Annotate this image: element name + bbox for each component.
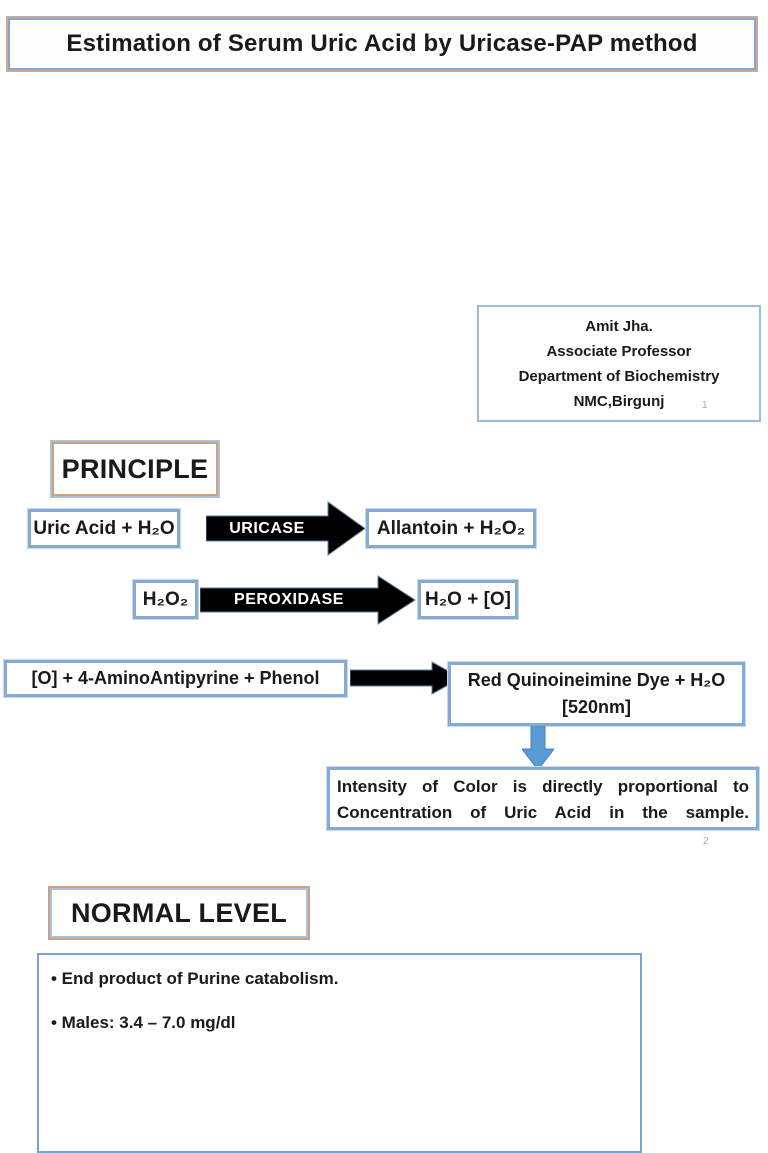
normal-level-heading-text: NORMAL LEVEL	[70, 897, 288, 928]
reactant-aminoantipyrine-box: [O] + 4-AminoAntipyrine + Phenol	[4, 660, 347, 697]
normal-level-heading: NORMAL LEVEL	[48, 886, 310, 940]
reactant-uric-acid-text: Uric Acid + H₂O	[33, 517, 175, 539]
product-allantoin-text: Allantoin + H₂O₂	[376, 517, 526, 539]
slide-number-1: 1	[702, 400, 708, 411]
uricase-arrow-icon: URICASE	[206, 501, 366, 556]
conclusion-line-2: Concentration of Uric Acid in the sample…	[337, 803, 749, 822]
uricase-arrow-label: URICASE	[229, 519, 305, 537]
reactant-h2o2-text: H₂O₂	[142, 588, 189, 610]
slide-title-text: Estimation of Serum Uric Acid by Uricase…	[66, 30, 698, 57]
principle-heading-text: PRINCIPLE	[61, 453, 209, 484]
product-allantoin-box: Allantoin + H₂O₂	[366, 509, 536, 548]
bullet-males-range: • Males: 3.4 – 7.0 mg/dl	[51, 1013, 236, 1032]
reactant-h2o2-box: H₂O₂	[133, 580, 198, 619]
peroxidase-arrow-icon: PEROXIDASE	[200, 575, 416, 625]
author-institution: NMC,Birgunj	[573, 392, 665, 410]
slide-page: { "title": "Estimation of Serum Uric Aci…	[4, 16, 761, 1153]
principle-heading: PRINCIPLE	[50, 440, 220, 498]
product-red-dye-text: Red Quinoineimine Dye + H₂O	[467, 670, 726, 690]
author-box: Amit Jha. Associate Professor Department…	[477, 305, 761, 422]
conclusion-line-1: Intensity of Color is directly proportio…	[337, 777, 749, 796]
down-arrow-icon	[522, 726, 554, 770]
slide-title: Estimation of Serum Uric Acid by Uricase…	[6, 16, 758, 72]
conclusion-box: Intensity of Color is directly proportio…	[327, 767, 759, 830]
author-role: Associate Professor	[546, 342, 692, 360]
reaction-arrow-icon	[350, 661, 462, 695]
product-red-dye-box: Red Quinoineimine Dye + H₂O [520nm]	[448, 662, 745, 726]
product-h2o-o-box: H₂O + [O]	[418, 580, 518, 619]
reactant-aminoantipyrine-text: [O] + 4-AminoAntipyrine + Phenol	[31, 668, 320, 688]
product-h2o-o-text: H₂O + [O]	[424, 588, 512, 610]
product-wavelength-text: [520nm]	[561, 697, 632, 717]
slide-number-2: 2	[703, 836, 709, 847]
author-department: Department of Biochemistry	[518, 367, 720, 385]
peroxidase-arrow-label: PEROXIDASE	[234, 591, 344, 608]
normal-level-content-box: • End product of Purine catabolism. • Ma…	[37, 953, 642, 1153]
reactant-uric-acid-box: Uric Acid + H₂O	[28, 509, 180, 548]
author-name: Amit Jha.	[585, 317, 653, 335]
bullet-purine-catabolism: • End product of Purine catabolism.	[51, 969, 339, 988]
